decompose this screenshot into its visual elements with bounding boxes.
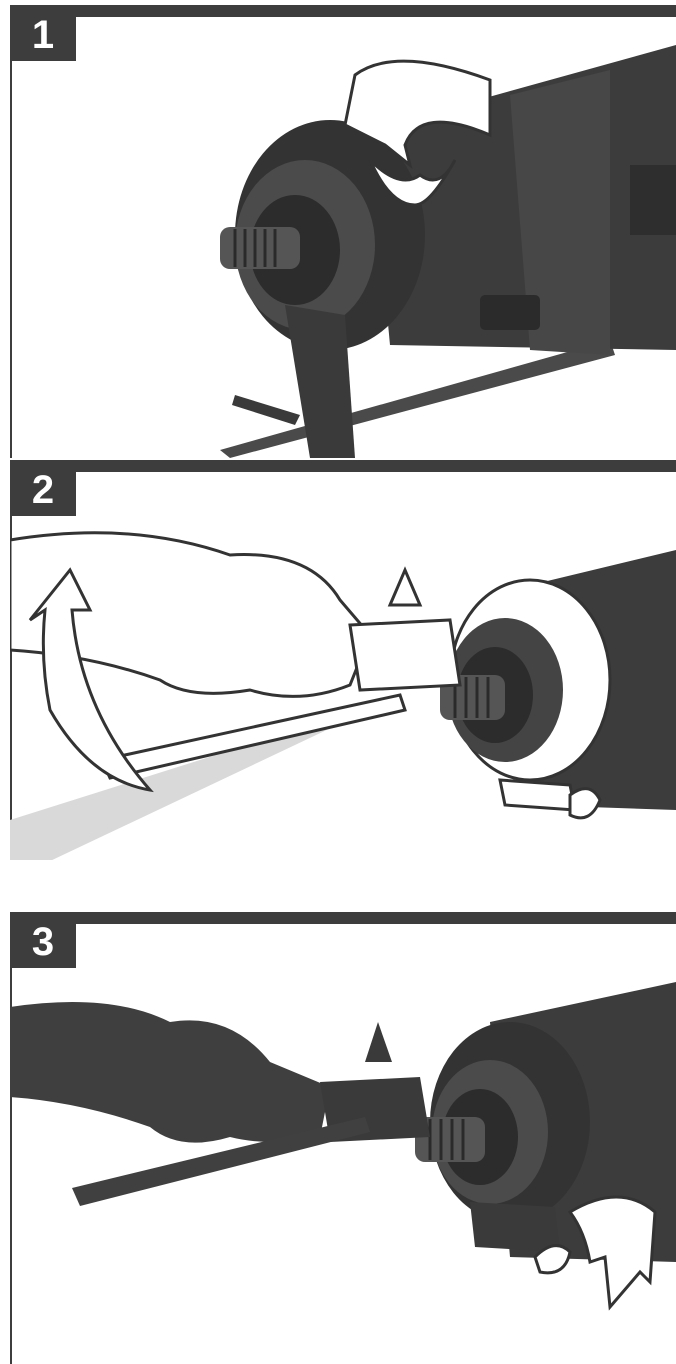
step-3-illustration: [10, 982, 676, 1311]
depth-rod-icon: [99, 693, 407, 780]
step-3-top-bar: [10, 912, 676, 924]
pointer-wedge: [10, 700, 390, 860]
step-3-left-rule: [10, 912, 12, 1364]
auxiliary-handle: [10, 531, 372, 698]
depth-rod-icon: [72, 1117, 370, 1206]
step-2-top-bar: [10, 460, 676, 472]
step-2-illustration: [10, 531, 676, 860]
rotate-arrow-icon: [343, 59, 492, 169]
step-number-2: 2: [10, 460, 76, 516]
step-number-3: 3: [10, 912, 76, 968]
wing-nut-icon: [368, 158, 457, 207]
wing-nut-icon: [533, 1244, 572, 1275]
step-2-left-rule: [10, 460, 12, 860]
step-1-top-bar: [10, 5, 676, 17]
step-panel-3: 3: [10, 912, 676, 1364]
step-1-illustration: [220, 45, 676, 458]
step-number-1: 1: [10, 5, 76, 61]
auxiliary-handle: [10, 1002, 330, 1143]
wing-nut-icon: [568, 787, 602, 820]
step-panel-1: 1: [10, 5, 676, 458]
spindle: [220, 227, 300, 269]
step-panel-2: 2: [10, 460, 676, 860]
step-1-left-rule: [10, 5, 12, 458]
rotate-arrow-icon: [28, 567, 154, 793]
depth-rod-icon: [220, 340, 615, 458]
rotate-arrow-icon: [567, 1195, 657, 1311]
